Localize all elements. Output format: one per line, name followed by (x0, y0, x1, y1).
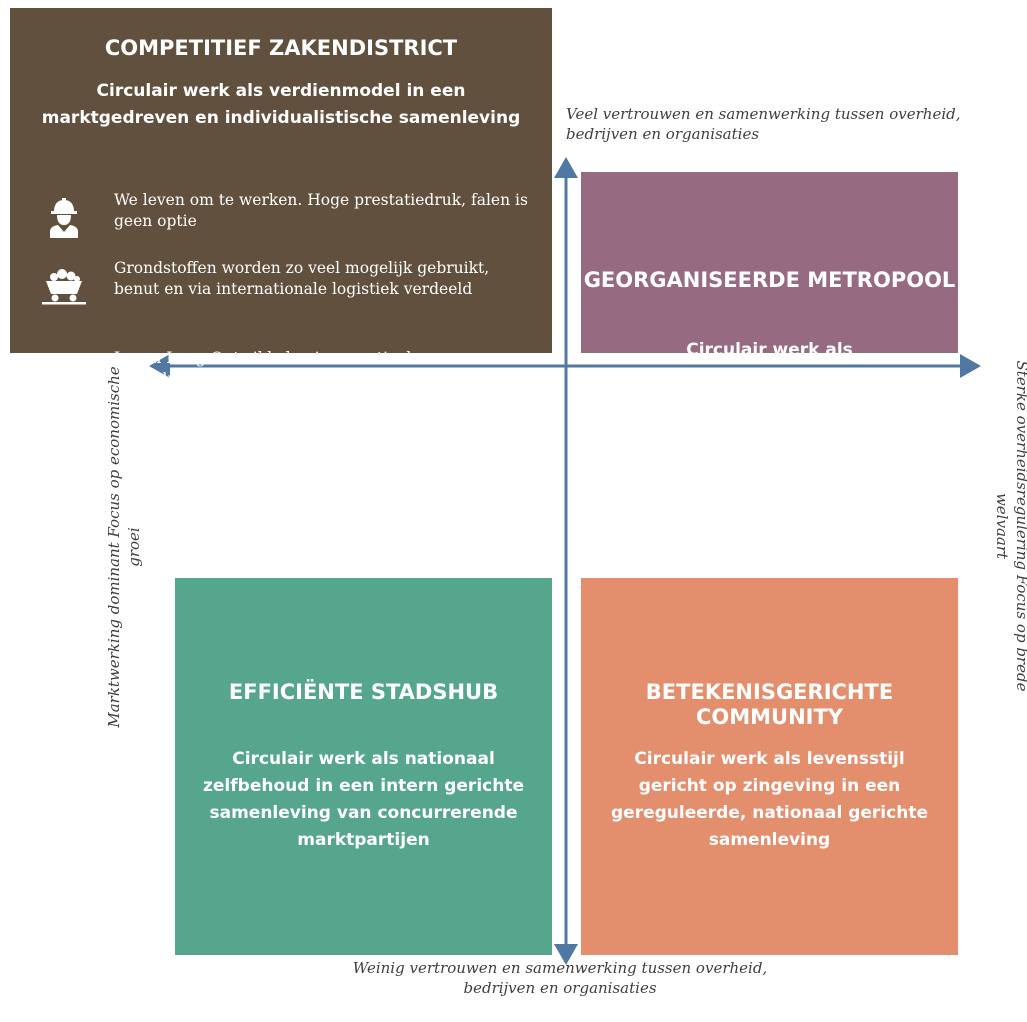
quadrant-georganiseerde-metropool-body: GEORGANISEERDE METROPOOL Circulair werk … (581, 172, 958, 441)
quadrant-competitief-zakendistrict: COMPETITIEF ZAKENDISTRICT Circulair werk… (10, 8, 552, 511)
worker-helmet-icon (50, 198, 78, 238)
bullet-text: Grondstoffen worden zo veel mogelijk geb… (114, 259, 490, 298)
quadrant-title: EFFICIËNTE STADSHUB (228, 680, 499, 704)
mine-cart-icon (42, 269, 86, 305)
quadrant-subtitle: Circulair werk als verdienmodel in een m… (41, 81, 521, 128)
axis-label-top: Veel vertrouwen en samenwerking tussen o… (566, 105, 961, 143)
bullet-text: We leven om te werken. Hoge prestatiedru… (114, 191, 528, 230)
graduation-cap-icon (42, 361, 86, 387)
bullet-text: Concurrerend vermogen door innovatie. Ve… (114, 451, 470, 511)
quadrant-subtitle: Circulair werk als levensstijl gericht o… (611, 749, 928, 850)
axis-label-bottom: Weinig vertrouwen en samenwerking tussen… (352, 959, 768, 997)
quadrant-subtitle: Circulair werk als gemeenschappelijke op… (615, 340, 924, 441)
quadrant-efficiente-stadshub: EFFICIËNTE STADSHUB Circulair werk als n… (175, 578, 552, 955)
quadrant-betekenisgerichte-community: BETEKENISGERICHTE COMMUNITY Circulair we… (581, 578, 958, 955)
quadrant-title: GEORGANISEERDE METROPOOL (583, 268, 956, 292)
podium-icon (44, 456, 84, 496)
axis-label-left: Marktwerking dominant Focus op economisc… (105, 366, 143, 728)
axis-label-right: Sterke overheidsregulering Focus op bred… (993, 360, 1027, 692)
quadrant-title: COMPETITIEF ZAKENDISTRICT (104, 36, 458, 60)
quadrant-title: BETEKENISGERICHTE COMMUNITY (645, 680, 894, 729)
quadrant-subtitle: Circulair werk als nationaal zelfbehoud … (203, 749, 524, 850)
bullet-text: Leven Lang Ontwikkelen is essentieel voo… (114, 349, 489, 409)
